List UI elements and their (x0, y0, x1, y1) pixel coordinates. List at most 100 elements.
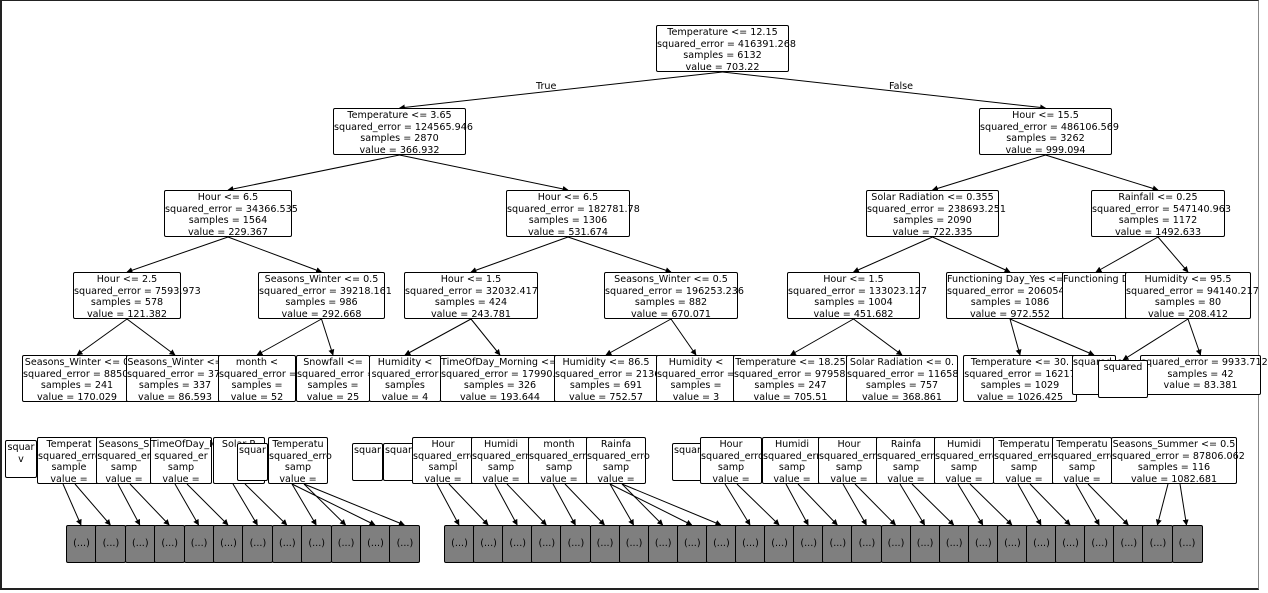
node-text: samples = 2090 (893, 215, 972, 227)
tree-edge (76, 318, 128, 356)
node-text: squared_error = 39218.161 (259, 285, 392, 297)
leaf-edge (564, 483, 605, 526)
node-text: samples = 247 (754, 380, 827, 392)
leaf-edge (303, 483, 405, 526)
truncated-leaf: (...) (1113, 525, 1145, 563)
leaf-edge (609, 483, 693, 526)
tree-edge (126, 236, 229, 274)
leaf-edge (899, 483, 926, 526)
node-text: Rainfall <= 0.25 (1118, 192, 1198, 203)
tree-edge (605, 318, 672, 356)
truncated-leaf: (...) (1084, 525, 1116, 563)
node-text: squared_error = 124565.946 (334, 121, 473, 133)
node-text: samp (1068, 462, 1096, 474)
leaf-edge (74, 483, 111, 526)
truncated-leaf: (...) (764, 525, 796, 563)
leaf-edge (736, 483, 780, 526)
node-text: Hour (431, 439, 455, 450)
leaf-edge (174, 483, 200, 526)
node-text: squared_error = 547140.963 (1092, 203, 1231, 215)
node-text: Humidity < (668, 357, 724, 368)
tree-edge (932, 236, 1011, 273)
node-text: samples (385, 380, 425, 392)
node-text: Temperature <= 12.15 (667, 27, 778, 38)
truncated-leaf: (...) (330, 525, 362, 563)
node-text: samp (950, 462, 978, 474)
truncated-leaf: (...) (183, 525, 215, 563)
leaf-edge (494, 483, 518, 526)
node-text: squared_error = (219, 368, 297, 380)
node-text: value = 1026.425 (976, 391, 1064, 403)
node-text: squar (674, 445, 701, 456)
node-text: samples = 6132 (683, 50, 762, 62)
tree-node-b23: squared (1098, 360, 1148, 398)
node-text: squared_error = 94140.217 (1126, 285, 1259, 297)
tree-node-b08: squar (352, 443, 383, 481)
node-text: value = (540, 473, 578, 485)
node-text: value = (50, 473, 88, 485)
tree-edge (1045, 154, 1159, 192)
leaf-edge (244, 483, 288, 526)
node-text: value = 703.22 (685, 61, 760, 73)
node-text: squared_erro (877, 450, 940, 462)
node-text: Rainfa (890, 439, 922, 450)
node-text: squared_error = 486106.569 (980, 121, 1119, 133)
node-text: Temperat (46, 439, 92, 450)
tree-edge (789, 318, 854, 356)
node-text: Hour <= 6.5 (197, 192, 259, 203)
node-text: squared_error = 17990.7 (441, 368, 562, 380)
truncated-leaf: (...) (822, 525, 854, 563)
node-text: squared_erro (994, 450, 1057, 462)
node-text: squar (7, 442, 35, 453)
node-text: squared_erro (819, 450, 882, 462)
node-text: Hour <= 1.5 (440, 274, 502, 285)
leaf-edge (291, 483, 376, 526)
node-text: samp (167, 462, 195, 474)
node-text: Solar Radiation <= 0. (849, 357, 955, 368)
node-text: squared_error (371, 368, 439, 380)
node-text: squared_erro (529, 450, 592, 462)
node-text: TimeOfDay_Morning <= 0 (441, 357, 567, 368)
leaf-edge (232, 483, 258, 526)
tree-edge (931, 154, 1046, 192)
node-text: samples = (307, 380, 359, 392)
truncated-leaf: (...) (735, 525, 766, 563)
tree-node-l4j: Solar Radiation <= 0.squared_error = 116… (846, 355, 958, 403)
node-text: Temperatu (272, 439, 324, 450)
truncated-leaf: (...) (124, 525, 156, 563)
tree-edge (227, 236, 323, 273)
node-text: sampl (428, 462, 458, 474)
truncated-leaf: (...) (909, 525, 941, 563)
leaf-edge (1179, 483, 1189, 526)
tree-edge (852, 236, 933, 273)
leaf-edge (842, 483, 867, 526)
truncated-leaf: (...) (560, 525, 592, 563)
node-text: samples = 578 (90, 297, 164, 309)
node-text: Humidi (483, 439, 519, 450)
node-text: squared_error = 34366.535 (165, 203, 298, 215)
node-text: samp (602, 462, 630, 474)
node-text: squared_error = 87806.062 (1112, 450, 1245, 462)
node-text: squared_erro (701, 450, 764, 462)
node-text: samp (110, 462, 138, 474)
node-text: Hour <= 2.5 (96, 274, 158, 285)
node-text: Seasons_S (98, 439, 150, 450)
node-text: Snowfall <= (303, 357, 363, 368)
node-text: samples = 80 (1154, 297, 1222, 309)
node-text: value = 1082.681 (1130, 473, 1218, 485)
node-text: samples = 2870 (360, 133, 439, 145)
node-text: samples = 986 (285, 297, 358, 309)
node-text: value = 243.781 (430, 308, 511, 320)
